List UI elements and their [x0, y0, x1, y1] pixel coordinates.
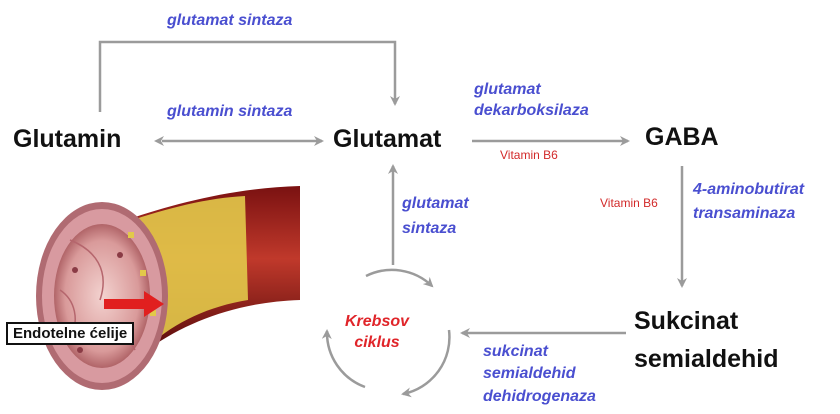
krebs-cycle-label: Krebsov ciklus — [345, 312, 409, 354]
krebs-line1: Krebsov — [345, 312, 409, 333]
enzyme-glutamat-sintaza-top: glutamat sintaza — [167, 11, 292, 32]
node-glutamat: Glutamat — [333, 125, 441, 154]
enzyme-sukcinat-semialdehid-dehidrogenaza: sukcinat semialdehid dehidrogenaza — [483, 341, 596, 408]
enzyme-transaminaza-line2: transaminaza — [693, 202, 804, 226]
cofactor-vitamin-b6-transaminase: Vitamin B6 — [600, 196, 658, 210]
enzyme-dekarboksilaza-line1: glutamat — [474, 80, 589, 101]
cofactor-vitamin-b6-decarboxylase: Vitamin B6 — [500, 148, 558, 162]
blood-vessel-image — [36, 186, 300, 390]
node-sukcinat-line2: semialdehid — [634, 341, 779, 379]
enzyme-4-aminobutirat-transaminaza: 4-aminobutirat transaminaza — [693, 178, 804, 226]
enzyme-sintaza-krebs-line1: glutamat — [402, 192, 469, 217]
node-sukcinat-line1: Sukcinat — [634, 303, 779, 341]
enzyme-dehidrogenaza-line3: dehidrogenaza — [483, 386, 596, 408]
enzyme-transaminaza-line1: 4-aminobutirat — [693, 178, 804, 202]
endothelial-cells-label: Endotelne ćelije — [6, 322, 134, 345]
enzyme-glutamat-dekarboksilaza: glutamat dekarboksilaza — [474, 80, 589, 122]
enzyme-dekarboksilaza-line2: dekarboksilaza — [474, 101, 589, 122]
enzyme-sintaza-krebs-line2: sintaza — [402, 217, 469, 242]
enzyme-dehidrogenaza-line2: semialdehid — [483, 363, 596, 385]
enzyme-glutamin-sintaza: glutamin sintaza — [167, 102, 292, 123]
enzyme-dehidrogenaza-line1: sukcinat — [483, 341, 596, 363]
node-glutamin: Glutamin — [13, 125, 121, 154]
node-gaba: GABA — [645, 123, 719, 152]
node-sukcinat-semialdehid: Sukcinat semialdehid — [634, 303, 779, 378]
krebs-line2: ciklus — [345, 333, 409, 354]
enzyme-glutamat-sintaza-krebs: glutamat sintaza — [402, 192, 469, 242]
